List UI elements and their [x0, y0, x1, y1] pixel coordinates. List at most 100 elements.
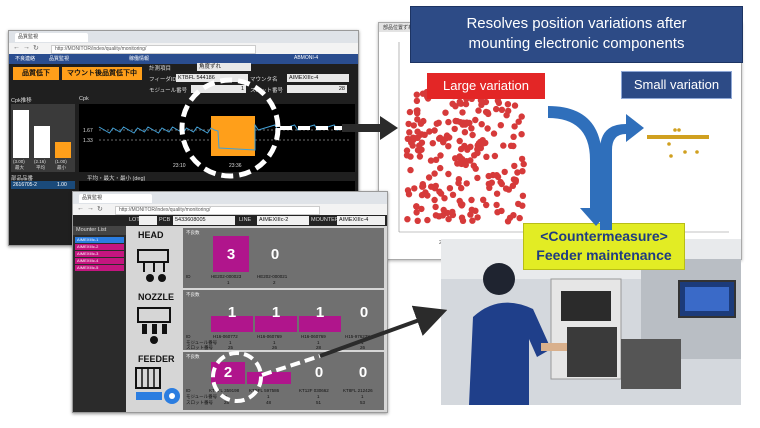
large-variation-dot — [485, 180, 492, 188]
row-label-slot: スロット番号 — [186, 345, 213, 350]
nav-item[interactable]: 品質監視 — [49, 56, 70, 62]
large-variation-dot — [459, 217, 467, 224]
head-cell-1-sub: 1 — [227, 280, 230, 285]
large-variation-dot — [413, 91, 420, 98]
nozzle-icon — [137, 307, 171, 344]
large-variation-dot — [410, 122, 417, 129]
feeder-cell-1-id: KTBFL 359198 — [209, 388, 240, 393]
feeder-cell-2-extra: 48 — [266, 400, 272, 405]
large-variation-dot — [472, 165, 479, 172]
head-cell-2-sub: 2 — [273, 280, 276, 285]
cpk-bar-max-caption: 最大 — [15, 165, 24, 170]
large-variation-dot — [449, 191, 457, 198]
large-variation-dot — [519, 202, 526, 209]
nav-item[interactable]: 不良連絡 — [15, 56, 36, 62]
large-variation-dot — [461, 129, 469, 136]
back-icon[interactable]: ← — [13, 44, 20, 51]
y-tick: 1.67 — [83, 128, 93, 134]
nozzle-cell-4-count: 0 — [359, 304, 369, 321]
large-variation-dot — [417, 131, 424, 138]
x-tick: 23:36 — [229, 163, 242, 169]
large-variation-dot — [511, 162, 518, 170]
small-variation-dot — [677, 128, 681, 132]
large-variation-dot — [445, 170, 452, 178]
feeder-cell-2-highlight[interactable] — [247, 372, 291, 384]
nozzle-cell-1-highlight[interactable] — [211, 316, 253, 332]
large-variation-dot — [419, 181, 426, 188]
large-variation-dot — [494, 209, 501, 216]
small-variation-dot — [669, 154, 673, 158]
large-variation-dot — [507, 142, 515, 149]
large-variation-dot — [441, 195, 448, 202]
large-variation-dot — [425, 174, 433, 181]
url-field[interactable]: http://MONITOR/index/quality/monitoring/ — [115, 206, 320, 215]
large-variation-dot — [449, 100, 456, 108]
feeder-cell-1-count: 2 — [223, 364, 233, 381]
large-variation-dot — [413, 97, 421, 105]
nozzle-cell-2-highlight[interactable] — [255, 316, 297, 332]
mounter-list-item[interactable]: AIMEXIIIc-1 — [75, 237, 124, 243]
large-variation-dot — [424, 192, 431, 199]
large-variation-dot — [426, 128, 433, 135]
large-variation-dot — [497, 178, 504, 186]
large-variation-dot — [405, 191, 413, 198]
large-variation-dot — [456, 137, 463, 145]
large-variation-dot — [472, 116, 479, 124]
feeder-id-value: KTBFL 544186 — [176, 74, 248, 82]
large-variation-dot — [478, 101, 485, 109]
forward-icon[interactable]: → — [23, 44, 30, 51]
feeder-cell-3-id: KT12F 030662 — [299, 388, 329, 393]
large-variation-dot — [413, 107, 420, 114]
large-variation-dot — [446, 185, 454, 192]
large-variation-dot — [445, 215, 452, 223]
module-number-value: 1 — [191, 85, 246, 93]
large-variation-dot — [431, 170, 438, 177]
workbench — [621, 339, 681, 389]
large-variation-dot — [436, 188, 443, 195]
nozzle-cell-4-extra: 26 — [360, 345, 366, 350]
large-variation-dot — [416, 153, 424, 160]
nozzle-cell-3-id: H16-060769 — [301, 334, 326, 339]
cpk-bar-avg-value: (2.16) — [34, 159, 46, 164]
refresh-icon[interactable]: ↻ — [33, 45, 39, 52]
large-variation-dot — [443, 132, 451, 139]
large-variation-dot — [519, 192, 527, 199]
large-variation-dot — [485, 110, 492, 118]
feeder-section: FEEDER 不良数 2 0 0 ID モジュール番号 スロット番号 KTBFL… — [128, 352, 386, 410]
large-variation-dot — [500, 142, 507, 149]
nav-item[interactable]: ABMONI-4 — [294, 55, 319, 61]
large-variation-dot — [520, 160, 527, 168]
large-variation-dot — [459, 201, 466, 208]
part-row[interactable]: 2616705-2 1.00 — [11, 181, 75, 189]
large-variation-dot — [514, 169, 521, 176]
feeder-cell-4-count: 0 — [358, 364, 368, 381]
title-line-1: Resolves position variations after — [466, 15, 687, 32]
nozzle-cell-2-extra: 26 — [272, 345, 278, 350]
head-cell-1-highlight[interactable] — [213, 236, 249, 272]
mounter-list-item[interactable]: AIMEXIIIc-4 — [75, 258, 124, 264]
large-variation-dot — [516, 214, 523, 222]
url-field[interactable]: http://MONITOR/index/quality/monitoring/ — [51, 45, 256, 54]
large-variation-dot — [464, 146, 471, 153]
small-variation-dot — [683, 150, 687, 154]
cpk-bar-max-value: (3.00) — [13, 159, 25, 164]
large-variation-dot — [511, 102, 519, 109]
mounter-list-item[interactable]: AIMEXIIIc-2 — [75, 244, 124, 250]
mounter-list-item[interactable]: AIMEXIIIc-3 — [75, 251, 124, 257]
large-variation-dot — [467, 211, 474, 218]
back-icon[interactable]: ← — [77, 205, 84, 212]
feeder-cell-3-extra: 51 — [316, 400, 322, 405]
large-variation-dot — [414, 147, 422, 154]
slot-number-value: 28 — [287, 85, 347, 93]
forward-icon[interactable]: → — [87, 205, 94, 212]
browser-tab[interactable]: 品質監視 — [15, 33, 88, 42]
row-label-slot: スロット番号 — [186, 400, 213, 405]
slot-number-label: スロット番号 — [250, 88, 284, 94]
browser-tab[interactable]: 品質監視 — [79, 194, 152, 203]
nozzle-section: NOZZLE 不良数 1 1 1 0 ID モジュール番号 スロット番号 H16… — [128, 290, 386, 350]
nav-item[interactable]: 稼働情報 — [129, 56, 150, 62]
scatter-tab[interactable]: 部品位置ずれ解析 — [383, 25, 424, 31]
large-variation-dot — [442, 109, 449, 116]
mounter-list-item[interactable]: AIMEXIIIc-5 — [75, 265, 124, 271]
refresh-icon[interactable]: ↻ — [97, 206, 103, 213]
